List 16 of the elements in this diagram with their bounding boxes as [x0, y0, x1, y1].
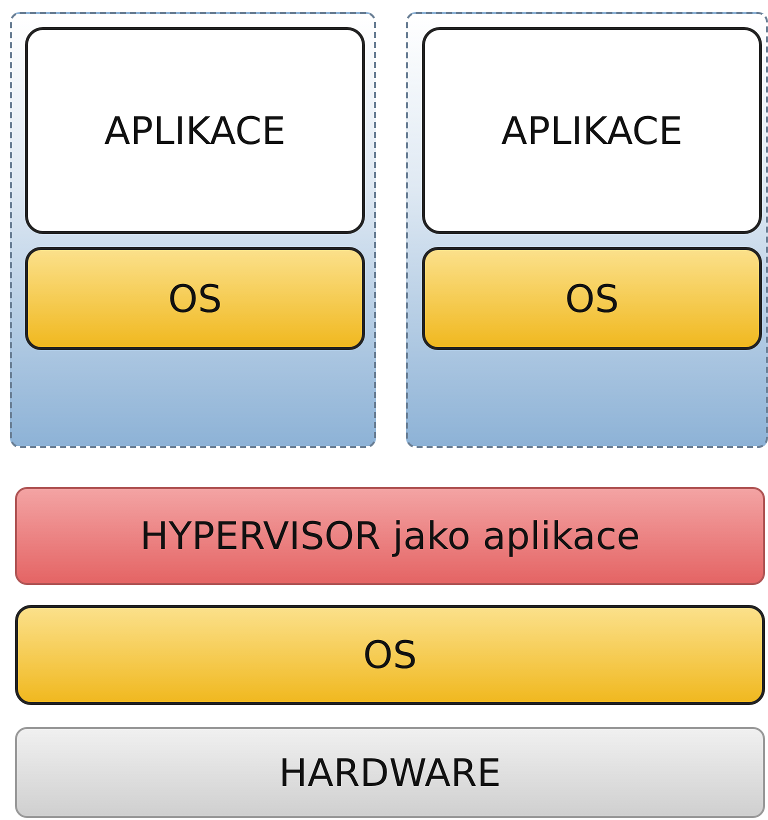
- os-layer-box: [422, 247, 762, 350]
- layer-label: OS: [564, 276, 620, 320]
- virtual-machine-panel: [10, 12, 376, 448]
- layer-label: HARDWARE: [278, 750, 502, 794]
- layer-label: OS: [168, 276, 222, 320]
- virtual-machine-panel: [406, 12, 768, 448]
- layer-label: HYPERVISOR jako aplikace: [140, 514, 640, 558]
- hardware-layer-box: [15, 727, 765, 818]
- layer-label: APLIKACE: [501, 108, 683, 152]
- layer-label: APLIKACE: [104, 108, 286, 152]
- os-layer-box: [25, 247, 365, 350]
- application-layer-box: [25, 27, 365, 234]
- hypervisor-layer-box: [15, 487, 765, 585]
- os-layer-box: [15, 605, 765, 705]
- application-layer-box: [422, 27, 762, 234]
- layer-label: OS: [362, 633, 418, 677]
